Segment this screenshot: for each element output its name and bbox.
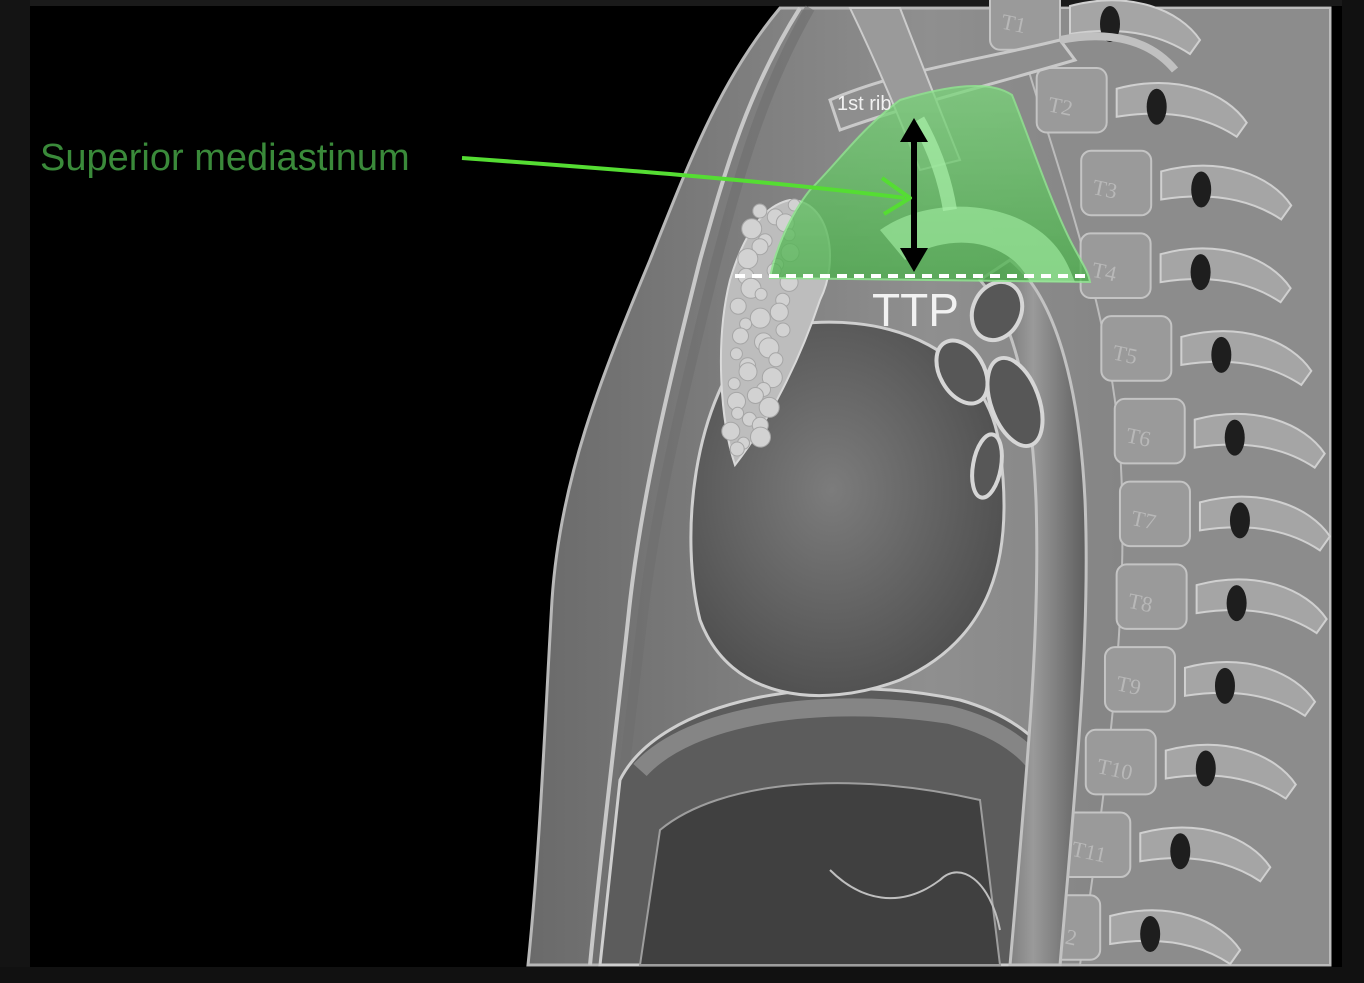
intervertebral-foramen-t7 <box>1230 502 1250 538</box>
vertebra-label-t3: T3 <box>1090 174 1119 204</box>
thymus-lobule <box>730 348 742 360</box>
thymus-lobule <box>753 204 767 218</box>
label-superior-mediastinum: Superior mediastinum <box>40 137 410 179</box>
intervertebral-foramen-t10 <box>1196 751 1216 787</box>
intervertebral-foramen-t4 <box>1191 254 1211 290</box>
vertebra-label-t2: T2 <box>1046 91 1075 121</box>
thymus-lobule <box>738 249 758 269</box>
thymus-lobule <box>751 427 771 447</box>
thymus-lobule <box>722 422 740 440</box>
label-ttp: TTP <box>872 284 959 336</box>
thymus-lobule <box>728 378 740 390</box>
label-first-rib: 1st rib <box>837 93 891 115</box>
intervertebral-foramen-t9 <box>1215 668 1235 704</box>
intervertebral-foramen-t12 <box>1140 916 1160 952</box>
thymus-lobule <box>770 303 788 321</box>
vertebra-label-t8: T8 <box>1126 588 1155 618</box>
intervertebral-foramen-t3 <box>1191 171 1211 207</box>
intervertebral-foramen-t2 <box>1147 89 1167 125</box>
diaphragm <box>600 689 1070 965</box>
intervertebral-foramen-t8 <box>1227 585 1247 621</box>
thymus-lobule <box>730 442 744 456</box>
thymus-lobule <box>739 363 757 381</box>
intervertebral-foramen-t5 <box>1211 337 1231 373</box>
thymus-lobule <box>759 397 779 417</box>
thymus-lobule <box>776 323 790 337</box>
thymus-lobule <box>732 407 744 419</box>
vertebra-label-t6: T6 <box>1124 422 1153 452</box>
intervertebral-foramen-t11 <box>1170 833 1190 869</box>
thymus-lobule <box>755 288 767 300</box>
intervertebral-foramen-t6 <box>1225 420 1245 456</box>
thymus-lobule <box>742 219 762 239</box>
vertebra-label-t9: T9 <box>1114 670 1143 700</box>
vertebra-label-t7: T7 <box>1129 505 1158 535</box>
thymus-lobule <box>730 298 746 314</box>
vertebra-label-t1: T1 <box>999 9 1028 39</box>
vertebra-label-t4: T4 <box>1090 257 1119 287</box>
thymus-lobule <box>733 328 749 344</box>
vertebra-label-t5: T5 <box>1111 340 1140 370</box>
thymus-lobule <box>769 353 783 367</box>
thymus-lobule <box>750 308 770 328</box>
